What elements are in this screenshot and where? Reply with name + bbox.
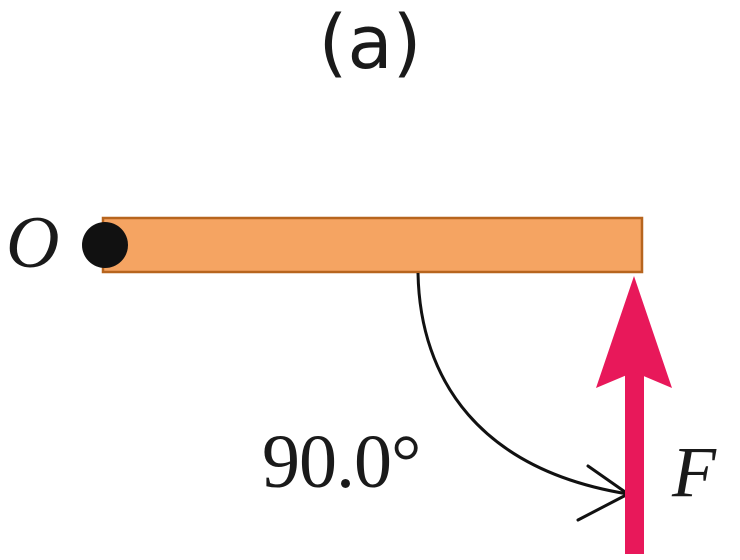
pivot-dot <box>82 222 128 268</box>
force-label: F <box>672 432 716 512</box>
force-arrow-head <box>596 276 672 388</box>
force-arrow-shaft <box>625 372 644 554</box>
angle-arc <box>416 272 629 496</box>
pivot-label: O <box>6 202 60 284</box>
rod <box>101 216 644 274</box>
angle-label: 90.0° <box>262 420 421 504</box>
panel-label: (a) <box>318 0 422 86</box>
